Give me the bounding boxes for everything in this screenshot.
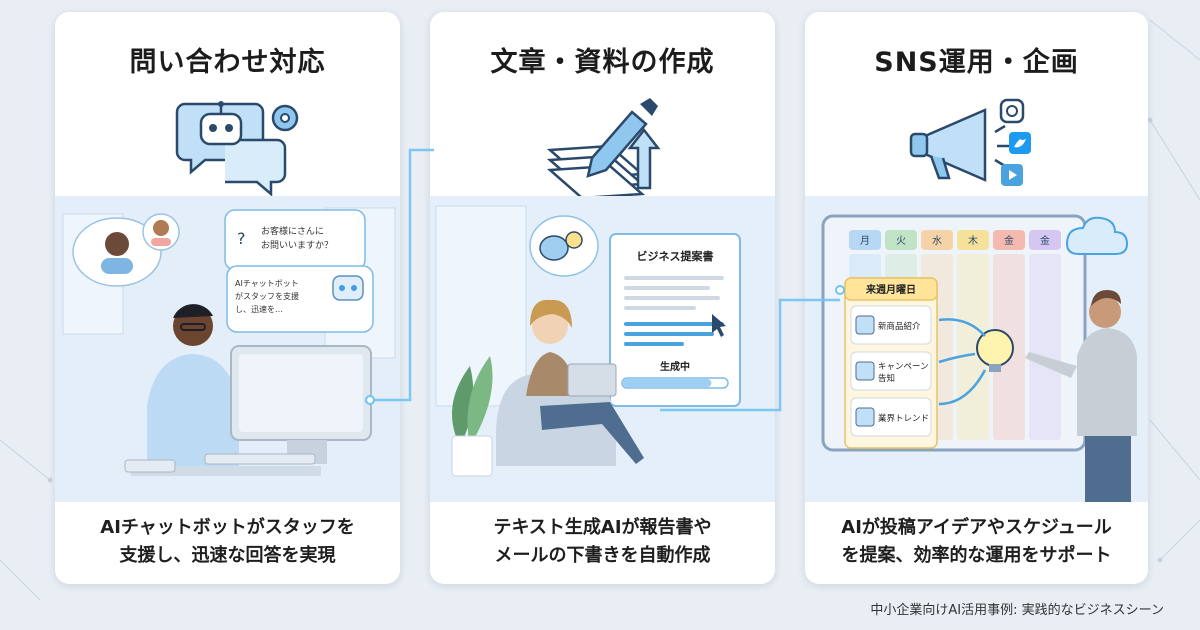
card-sns-management: SNS運用・企画 月 火 水 木 金 金 来週月曜日 新商品紹介キャンペーン告知業界トレン… [805, 12, 1148, 584]
weekday-header-cell [957, 230, 989, 250]
weekday-header-cell [993, 230, 1025, 250]
post-thumbnail-icon [855, 361, 875, 381]
card-document-creation: 文章・資料の作成 ビジネス提案書 [430, 12, 775, 584]
bot-message-line2: がスタッフを支援 [235, 291, 299, 301]
bot-message-line3: し、迅速を… [235, 305, 283, 314]
pen-document-icon [546, 98, 661, 196]
calendar-column [1029, 254, 1061, 440]
progress-bar-fill [623, 379, 712, 387]
post-thumbnail-icon [855, 315, 875, 335]
schedule-post-item[interactable]: 新商品紹介 [850, 305, 932, 345]
card-caption: テキスト生成AIが報告書や メールの下書きを自動作成 [430, 514, 775, 570]
weekday-label: 金 [1004, 234, 1014, 247]
caption-line2: メールの下書きを自動作成 [494, 545, 711, 566]
caption-line2: を提案、効率的な運用をサポート [841, 545, 1112, 566]
schedule-post-label: 業界トレンド [878, 413, 929, 424]
card-customer-support: 問い合わせ対応 ? お客様にさんに お問いいますか？ [55, 12, 400, 584]
caption-line1: テキスト生成AIが報告書や [493, 517, 712, 538]
weekday-label: 火 [896, 235, 906, 247]
weekday-header-cell [885, 230, 917, 250]
document-title: ビジネス提案書 [637, 249, 714, 263]
schedule-post-label: 告知 [878, 373, 895, 384]
card-title: SNS運用・企画 [874, 47, 1079, 78]
weekday-header-cell [921, 230, 953, 250]
post-thumbnail-icon [855, 407, 875, 427]
weekday-label: 水 [932, 235, 942, 247]
caption-line2: 支援し、迅速な回答を実現 [119, 545, 336, 566]
card-caption: AIが投稿アイデアやスケジュール を提案、効率的な運用をサポート [805, 514, 1148, 570]
instagram-icon [999, 98, 1025, 124]
schedule-post-item[interactable]: 業界トレンド [850, 397, 932, 437]
scene-sns-planning: 月 火 水 木 金 金 来週月曜日 新商品紹介キャンペーン告知業界トレンド [805, 196, 1148, 502]
chatbot-speech-bubble-icon [175, 101, 299, 196]
schedule-post-label: 新商品紹介 [878, 321, 921, 332]
scene-ai-writing: ビジネス提案書 生成中 [430, 196, 775, 502]
schedule-post-label: キャンペーン [878, 362, 929, 372]
bot-message-line1: AIチャットボット [235, 279, 299, 288]
progress-label: 生成中 [660, 360, 690, 373]
card-title: 問い合わせ対応 [129, 47, 326, 78]
footnote: 中小企業向けAI活用事例: 実践的なビジネスシーン [870, 603, 1164, 618]
calendar-column [957, 254, 989, 440]
weekday-header-cell [849, 230, 881, 250]
customer-message-line2: お問いいますか？ [261, 240, 333, 251]
weekday-label: 金 [1040, 234, 1050, 247]
scene-office-chatbot: ? お客様にさんに お問いいますか？ AIチャットボット がスタッフを支援 し、… [55, 196, 400, 502]
customer-message-line1: お客様にさんに [261, 225, 324, 237]
weekday-label: 月 [860, 235, 870, 247]
card-title: 文章・資料の作成 [490, 47, 715, 78]
panel-header: 来週月曜日 [865, 283, 916, 296]
megaphone-icon [909, 98, 1031, 186]
card-caption: AIチャットボットがスタッフを 支援し、迅速な回答を実現 [55, 514, 400, 570]
weekday-label: 木 [968, 235, 978, 247]
question-mark: ? [237, 229, 246, 248]
caption-line1: AIが投稿アイデアやスケジュール [841, 517, 1112, 538]
weekday-header-cell [1029, 230, 1061, 250]
caption-line1: AIチャットボットがスタッフを [100, 517, 355, 538]
